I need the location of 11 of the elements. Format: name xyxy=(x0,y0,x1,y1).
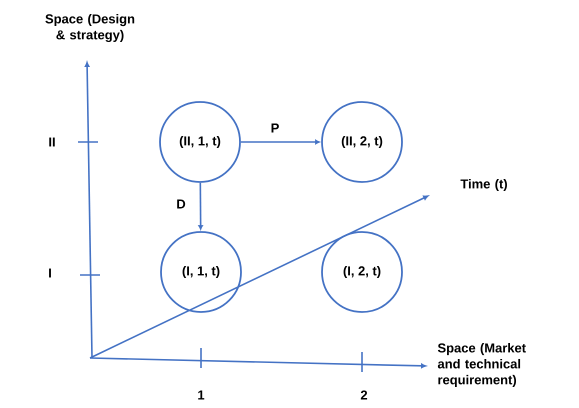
arrow xyxy=(240,140,320,144)
tick-label: II xyxy=(49,138,55,146)
axis-label: Space (Market and technical requirement) xyxy=(438,343,526,387)
tick-label: 1 xyxy=(198,390,204,400)
arrow xyxy=(198,182,204,230)
label-text: Space (Design & strategy) xyxy=(45,14,134,42)
axis-label: Time (t) xyxy=(460,178,507,192)
tick-label: I xyxy=(49,268,51,278)
edge-label: P xyxy=(272,124,279,132)
edge-label: D xyxy=(177,200,186,208)
tick-label: 2 xyxy=(360,390,368,400)
